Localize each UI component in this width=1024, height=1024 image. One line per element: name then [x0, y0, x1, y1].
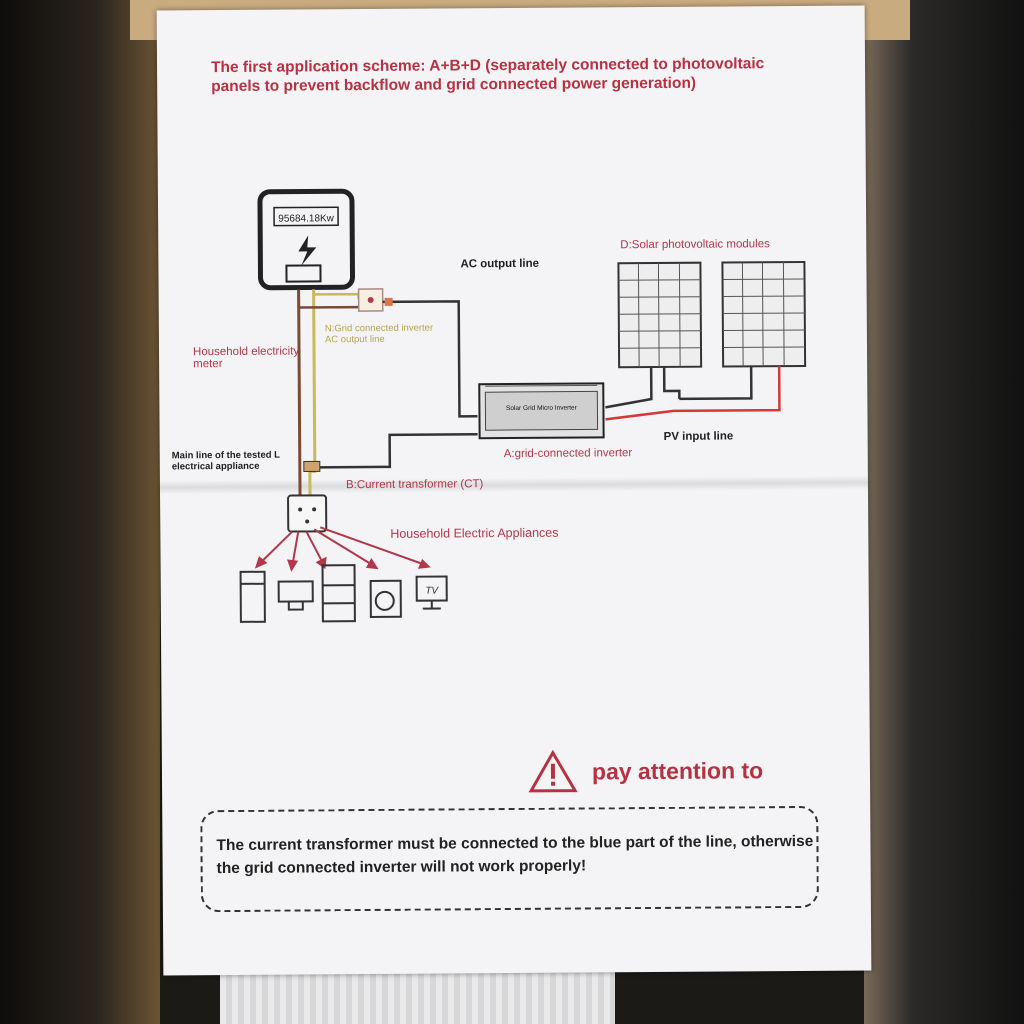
pv-modules-label: D:Solar photovoltaic modules [620, 238, 770, 252]
meter-reading: 95684.18Kw [278, 213, 334, 224]
warning-triangle-icon [528, 749, 578, 793]
inverter-label: A:grid-connected inverter [503, 447, 633, 461]
warning-heading: pay attention to [528, 748, 764, 794]
solar-panel-left-icon [617, 261, 703, 369]
solar-panel-right-icon [721, 260, 807, 368]
washing-machine-icon [369, 579, 402, 619]
instruction-sheet: The first application scheme: A+B+D (sep… [156, 5, 872, 976]
grid-inverter-output-label: N:Grid connected inverter AC output line [324, 322, 434, 346]
wall-socket-icon [287, 494, 328, 533]
television-icon: TV [415, 575, 448, 610]
appliances-label: Household Electric Appliances [390, 525, 559, 541]
current-transformer-label: B:Current transformer (CT) [345, 478, 484, 492]
refrigerator-icon [321, 564, 356, 623]
ac-output-line-label: AC output line [460, 257, 540, 271]
warning-heading-text: pay attention to [591, 756, 764, 784]
meter-label: Household electricity meter [192, 345, 300, 371]
tv-label: TV [425, 586, 439, 597]
electricity-meter-icon: 95684.18Kw [257, 188, 356, 291]
current-transformer-icon [303, 460, 321, 472]
background-right [864, 0, 1024, 1024]
micro-inverter-icon: Solar Grid Micro Inverter [478, 382, 605, 440]
wiring-diagram: 95684.18Kw Solar Grid Micro Inverter [239, 188, 807, 623]
pv-input-line-label: PV input line [663, 430, 734, 443]
warning-notice-box: The current transformer must be connecte… [200, 805, 819, 913]
air-conditioner-icon [239, 570, 266, 623]
inverter-face-text: Solar Grid Micro Inverter [506, 405, 578, 412]
main-line-label: Main line of the tested L electrical app… [171, 449, 280, 473]
heater-icon [277, 580, 314, 611]
warning-notice-text: The current transformer must be connecte… [216, 832, 814, 878]
background-left [0, 0, 160, 1024]
